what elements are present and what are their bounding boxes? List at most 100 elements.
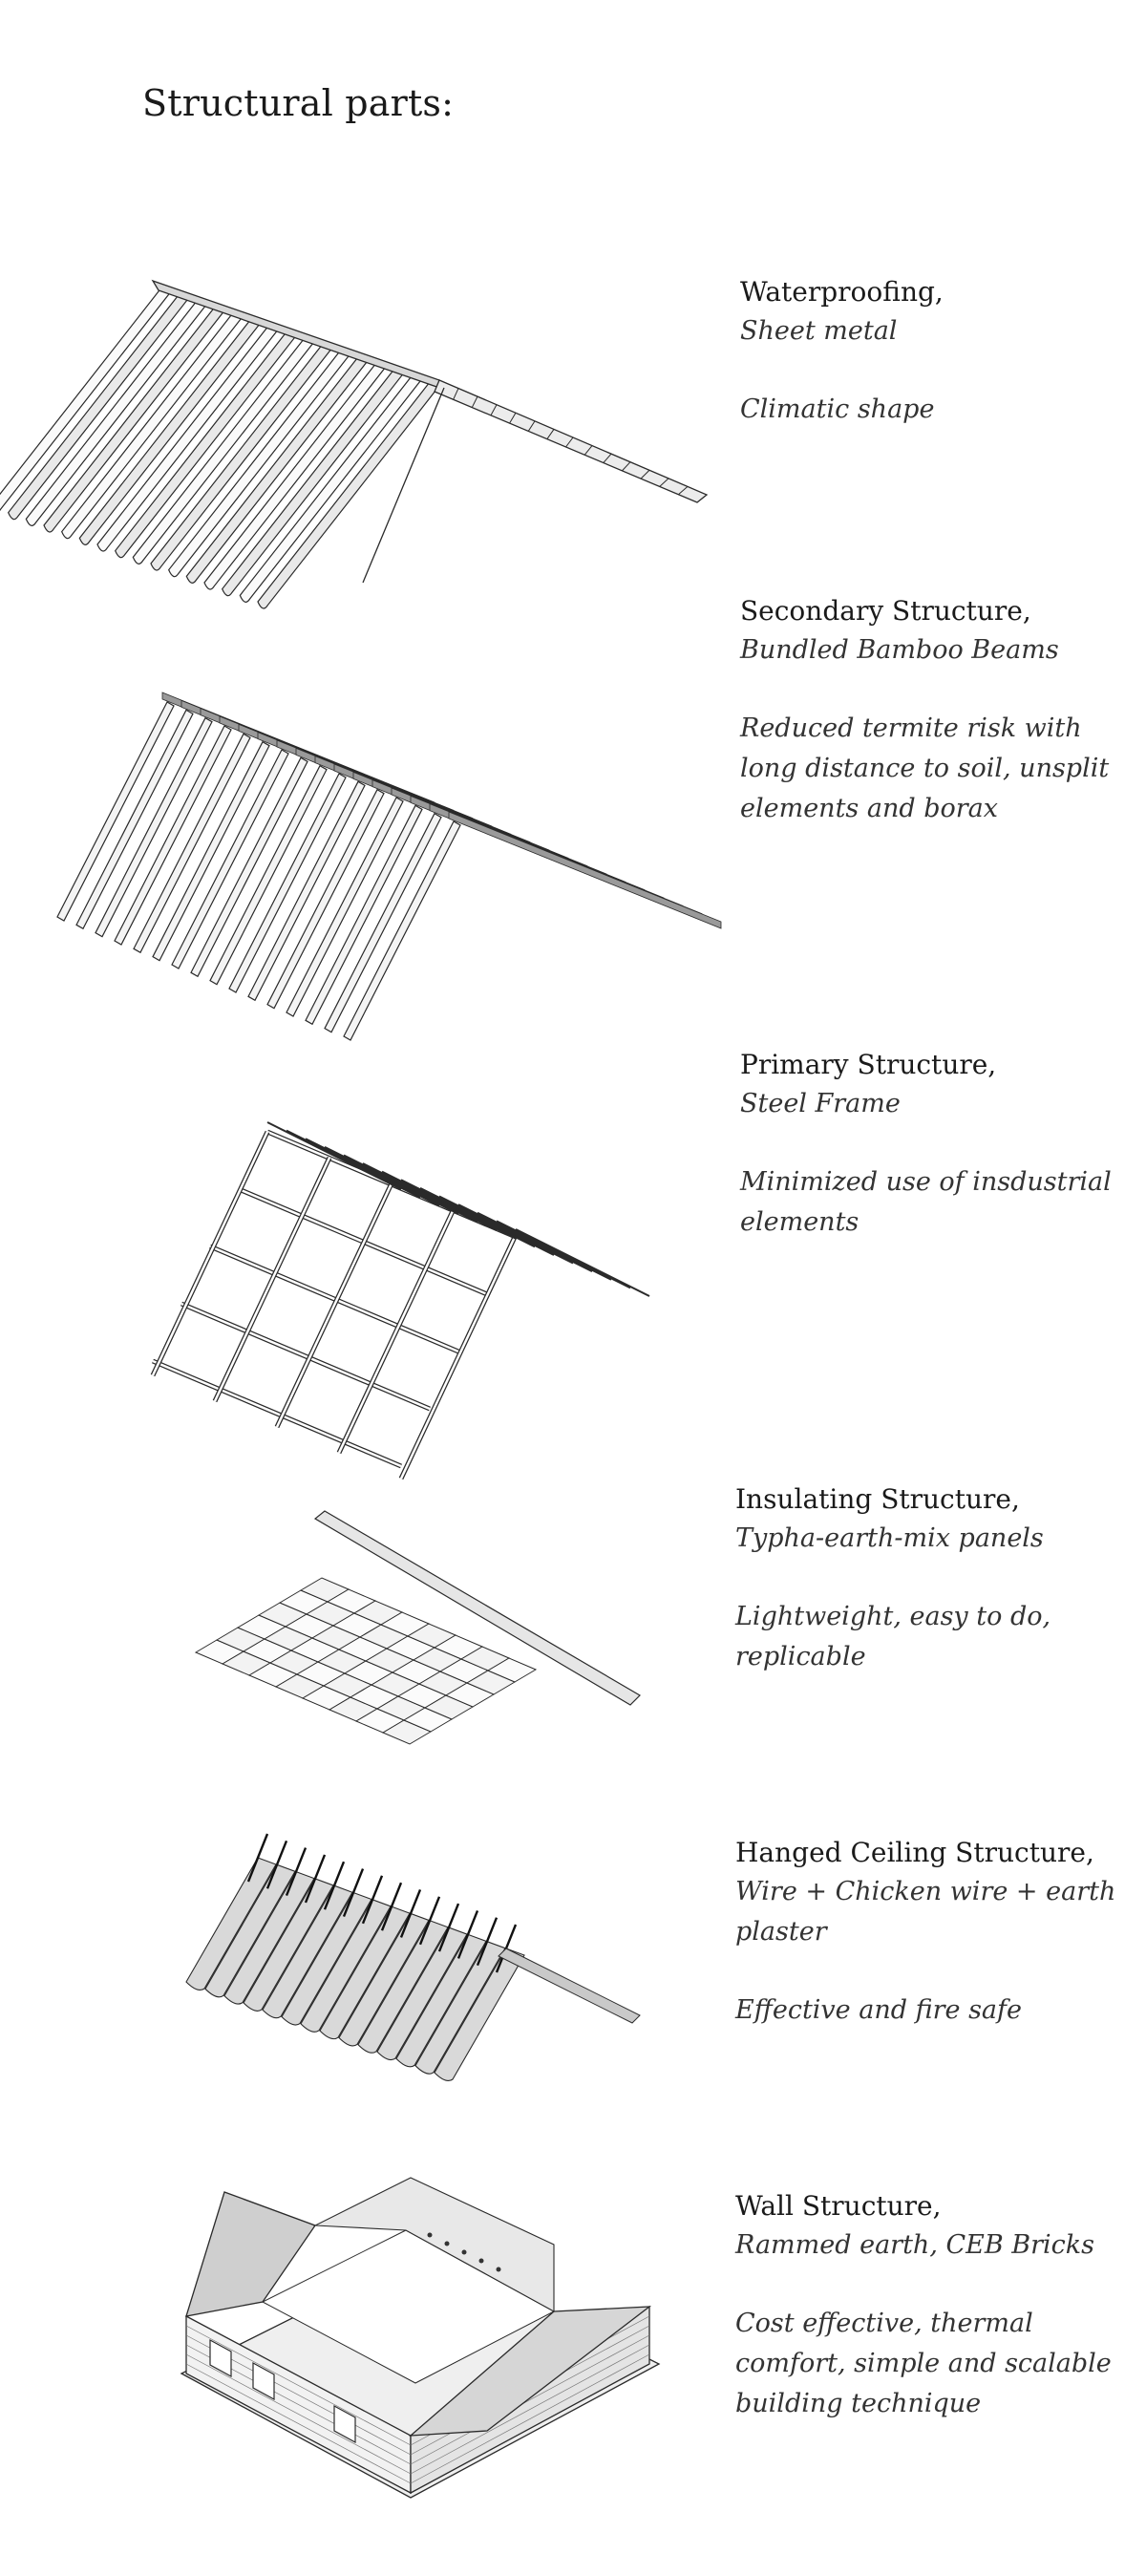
bamboo-beam [114, 725, 232, 946]
suspension-wire [476, 1917, 499, 1967]
roof-sheet-rib [185, 355, 370, 584]
part-text: Waterproofing, Sheet metal Climatic shap… [740, 273, 1122, 430]
bamboo-beam [133, 733, 251, 954]
vent-hole [478, 2258, 484, 2264]
part-note: Cost effective, thermal comfort, simple … [735, 2309, 1112, 2418]
suspension-wire [342, 1868, 365, 1917]
steel-purlin [362, 1162, 498, 1231]
ceiling-mesh-strip [204, 1863, 296, 1998]
ceiling-mesh-strip [243, 1878, 334, 2012]
roof-sheet-rib [25, 298, 209, 526]
part-heading: Waterproofing, [740, 276, 944, 308]
ceiling-mesh-strip [300, 1899, 392, 2033]
ceiling-mesh-strip [434, 1948, 525, 2081]
bamboo-beam [305, 804, 423, 1026]
steel-rafter-highlight [399, 1234, 518, 1480]
roof-rib-line [640, 469, 650, 479]
roof-sheet-rib [203, 362, 388, 590]
bamboo-beam [209, 764, 328, 986]
ceiling-mesh-strip [414, 1941, 506, 2075]
roof-sheet-rib [167, 349, 351, 578]
steel-purlin [381, 1170, 517, 1240]
roof-rib-line [678, 486, 689, 496]
roof-sheet-rib [60, 310, 244, 540]
sheet-metal-roof-drawing [0, 267, 735, 669]
brick-course [185, 2363, 412, 2484]
roof-sheet-rib [114, 330, 298, 559]
part-material: Bundled Bamboo Beams [740, 635, 1059, 665]
window-opening [209, 2338, 232, 2378]
steel-purlin [343, 1154, 478, 1224]
roof-rib-line [453, 388, 459, 400]
steel-bar-highlight [209, 1245, 459, 1353]
insulation-slope-right [313, 1510, 641, 1706]
brick-course [410, 2353, 650, 2484]
insulation-panel [486, 1657, 538, 1683]
steel-purlin [496, 1220, 631, 1289]
ceiling-mesh-strip [357, 1920, 449, 2054]
window-opening [252, 2361, 275, 2401]
steel-purlin [419, 1187, 555, 1256]
bamboo-beam [152, 740, 270, 962]
roof-sheet-rib [96, 324, 281, 552]
roof-rib-line [527, 420, 536, 432]
ceiling-mesh-strip [185, 1857, 277, 1991]
bamboo-beam [343, 820, 461, 1041]
part-heading: Insulating Structure, [735, 1483, 1020, 1515]
part-text: Hanged Ceiling Structure, Wire + Chicken… [735, 1834, 1117, 2031]
suspension-wire [304, 1854, 327, 1904]
roof-sheet-rib [150, 343, 334, 571]
vent-hole [427, 2232, 433, 2238]
part-text: Primary Structure, Steel Frame Minimized… [740, 1046, 1122, 1243]
part-heading: Hanged Ceiling Structure, [735, 1837, 1094, 1868]
part-note: Effective and fire safe [735, 1995, 1022, 2025]
ceiling-mesh-strip [338, 1912, 430, 2047]
ceiling-mesh-strip [223, 1870, 315, 2005]
steel-purlin [477, 1211, 612, 1281]
roof-rib-line [565, 436, 574, 448]
bamboo-beams-drawing [56, 692, 735, 1113]
steel-purlin [438, 1195, 574, 1265]
roof-sheet-rib [78, 317, 263, 545]
part-text: Wall Structure, Rammed earth, CEB Bricks… [735, 2187, 1117, 2424]
insulation-panels-drawing [191, 1509, 668, 1824]
part-material: Steel Frame [740, 1089, 901, 1118]
suspension-wire [265, 1840, 288, 1889]
brick-course [185, 2325, 412, 2446]
suspension-wire [456, 1909, 479, 1959]
part-note: Climatic shape [740, 394, 935, 424]
part-text: Insulating Structure, Typha-earth-mix pa… [735, 1480, 1117, 1677]
bamboo-beam [286, 797, 404, 1017]
bamboo-beam [247, 780, 366, 1002]
part-text: Secondary Structure, Bundled Bamboo Beam… [740, 592, 1122, 829]
ceiling-mesh-strip [319, 1905, 411, 2040]
roof-sheet-rib [239, 374, 423, 603]
suspension-wire [246, 1833, 269, 1883]
bamboo-beam [324, 812, 442, 1033]
suspension-wire [437, 1903, 460, 1952]
roof-rib-line [546, 429, 555, 439]
suspension-wire [399, 1889, 422, 1938]
steel-rafter-highlight [337, 1208, 456, 1454]
part-material: Typha-earth-mix panels [735, 1523, 1044, 1553]
roof-rib-line [622, 461, 631, 472]
roof-rib-line [471, 395, 478, 408]
roof-rib-line [603, 453, 612, 463]
gable-edge [362, 387, 445, 584]
steel-rafter-highlight [275, 1182, 393, 1428]
window-opening [333, 2404, 356, 2444]
brick-course [410, 2344, 650, 2475]
steel-bar-highlight [180, 1302, 431, 1411]
roof-sheet-rib [43, 305, 227, 533]
bamboo-beam [75, 709, 194, 930]
bamboo-beam [56, 701, 175, 922]
bamboo-beam [95, 716, 213, 938]
bamboo-beam [266, 788, 385, 1010]
roof-rib-line [659, 478, 669, 487]
part-heading: Primary Structure, [740, 1049, 997, 1080]
ceiling-mesh-strip [376, 1927, 468, 2061]
bamboo-beam [171, 749, 289, 969]
bamboo-beam [228, 773, 347, 993]
part-material: Wire + Chicken wire + earth plaster [735, 1877, 1116, 1947]
bamboo-bundle [448, 811, 722, 929]
